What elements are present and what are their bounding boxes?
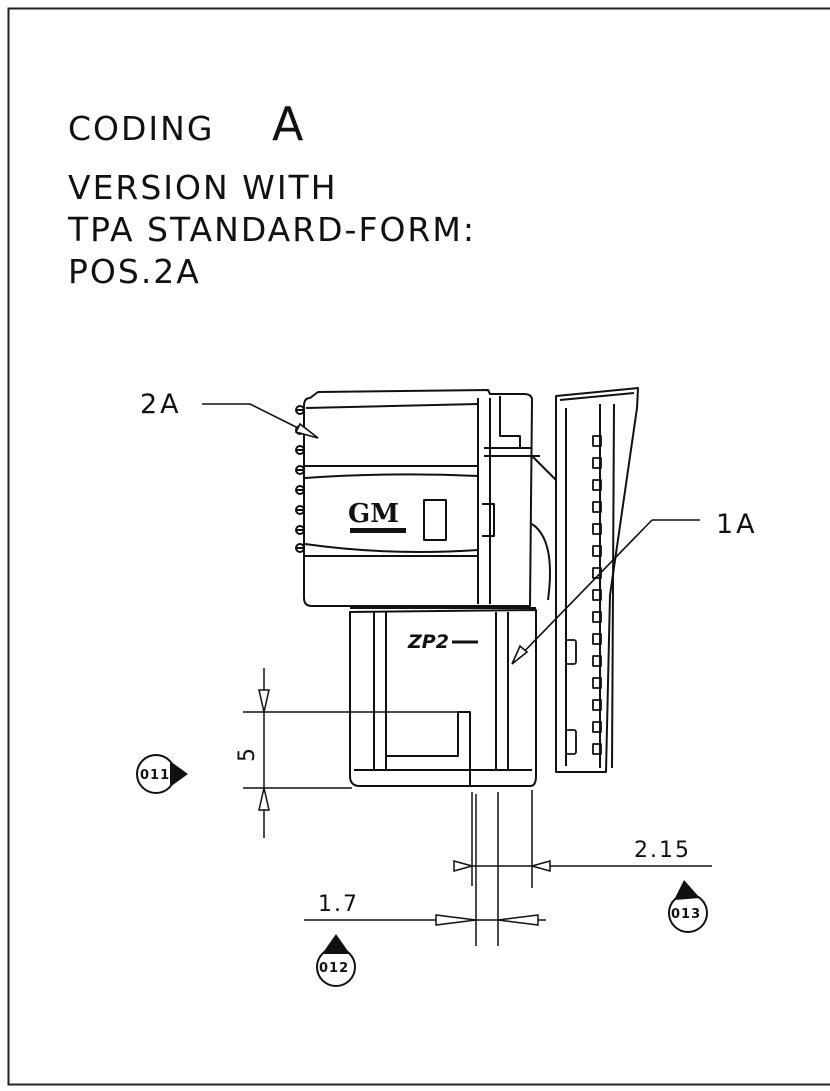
- leader-2a: [202, 403, 319, 439]
- title-coding: CODING: [68, 109, 214, 148]
- label-2a: 2A: [140, 389, 182, 420]
- desc-line-1: VERSION WITH: [68, 168, 338, 207]
- tpa-teeth: [565, 435, 602, 755]
- svg-text:013: 013: [671, 907, 701, 922]
- svg-text:012: 012: [319, 961, 349, 976]
- desc-line-2: TPA STANDARD-FORM:: [67, 210, 476, 249]
- callout-011: 011: [136, 754, 188, 794]
- leader-1a: [511, 519, 700, 665]
- dim-height-value: 5: [235, 746, 260, 762]
- svg-text:011: 011: [140, 768, 170, 783]
- callout-012: 012: [316, 934, 356, 987]
- logo-underline: [350, 528, 406, 533]
- tpa-strip: [555, 387, 639, 773]
- upper-housing: [295, 389, 557, 607]
- callout-013: 013: [668, 880, 708, 933]
- sheet-border: [7, 7, 830, 1086]
- title-letter: A: [272, 97, 304, 151]
- dim-width-a-value: 2.15: [634, 838, 691, 863]
- dim-width-b-value: 1.7: [318, 892, 359, 917]
- label-1a: 1A: [716, 509, 758, 540]
- connector-drawing: [295, 387, 639, 787]
- dim-height: [243, 668, 465, 838]
- part-marking: ZP2: [407, 631, 449, 653]
- gm-logo: GM: [348, 499, 399, 529]
- dim-widths: [304, 790, 712, 946]
- desc-line-3: POS.2A: [68, 252, 201, 291]
